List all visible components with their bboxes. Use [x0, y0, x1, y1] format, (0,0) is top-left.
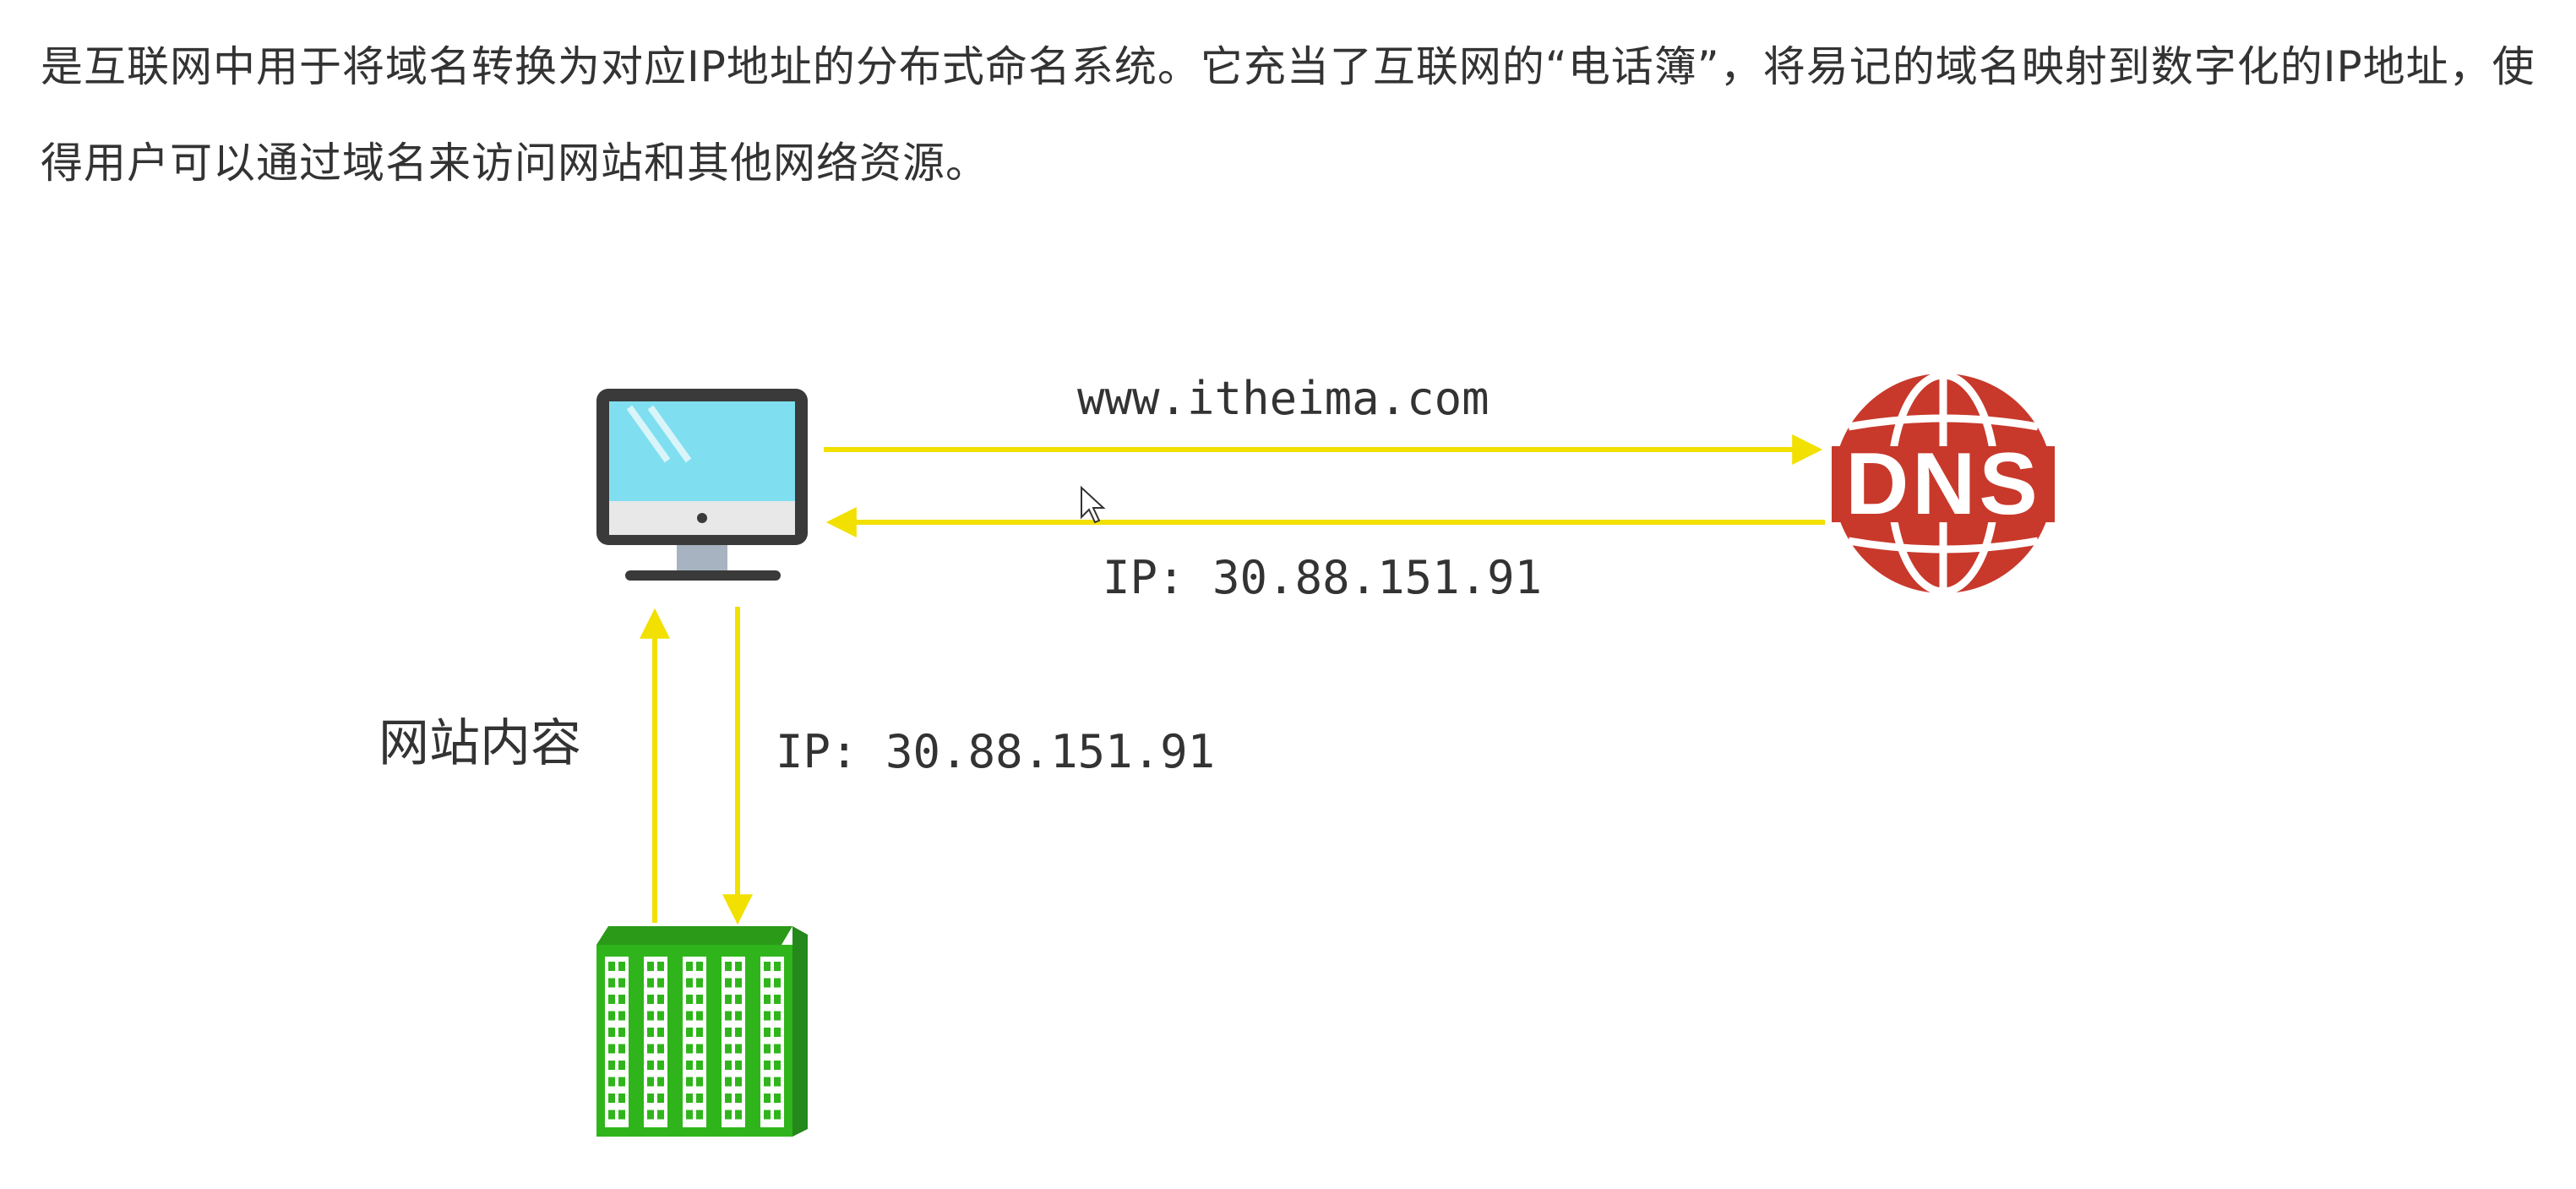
computer-icon — [596, 389, 808, 581]
server-icon — [596, 926, 808, 1137]
server-request-ip-label: IP: 30.88.151.91 — [776, 725, 1215, 778]
dns-response-ip-label: IP: 30.88.151.91 — [1103, 551, 1542, 604]
domain-label: www.itheima.com — [1077, 372, 1490, 425]
website-content-label: 网站内容 — [379, 714, 581, 773]
intro-paragraph: 是互联网中用于将域名转换为对应IP地址的分布式命名系统。它充当了互联网的“电话簿… — [41, 42, 2535, 188]
dns-icon-label: DNS — [1845, 435, 2041, 533]
dns-globe-icon: DNS — [1832, 371, 2055, 596]
mouse-cursor-icon — [1081, 485, 1106, 524]
